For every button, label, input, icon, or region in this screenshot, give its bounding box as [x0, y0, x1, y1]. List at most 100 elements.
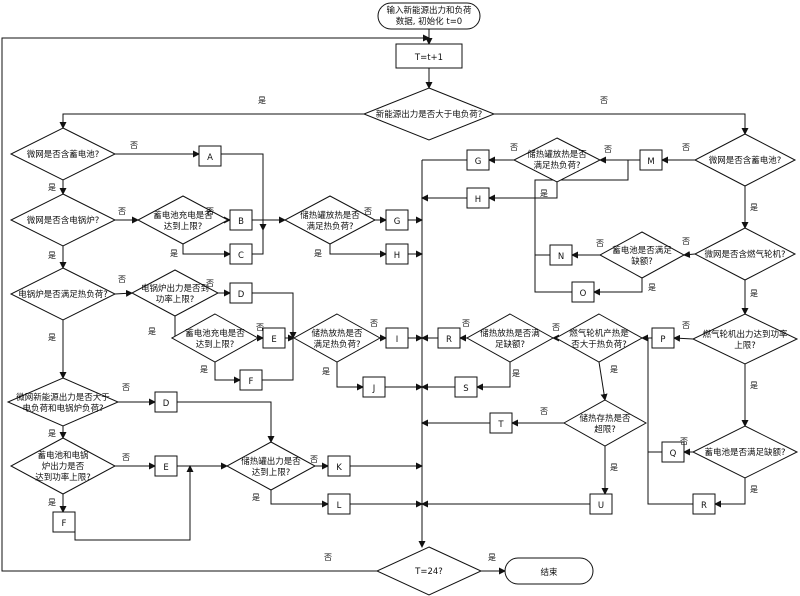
decision-tank-output-limit: 储热罐出力是否 达到上限? — [225, 441, 317, 491]
connector-line — [534, 160, 629, 255]
branch-no-label: 否 — [552, 323, 560, 332]
process-box-s: S — [454, 376, 478, 398]
decision-label: 满足热负荷? — [313, 339, 360, 350]
decision-boiler-output-limit: 电锅炉出力是否到 功率上限? — [130, 269, 220, 317]
decision-label: 电负荷和电锅炉负荷? — [22, 403, 103, 414]
box-label: H — [475, 195, 481, 205]
decision-label: 新能源出力是否大于电负荷? — [376, 109, 483, 120]
process-box-e-upper: E — [262, 327, 286, 349]
branch-no-label: 否 — [122, 453, 130, 462]
box-label: P — [660, 335, 665, 345]
decision-label: 功率上限? — [156, 294, 195, 305]
process-box-j: J — [362, 376, 386, 398]
decision-label: 达到上限? — [196, 339, 235, 350]
decision-tank-storage-overlimit: 储热存热是否 超限? — [562, 399, 648, 447]
box-label: D — [163, 399, 170, 409]
branch-yes-label: 是 — [258, 96, 266, 105]
box-label: A — [207, 153, 213, 163]
decision-battery-boiler-output-limit: 蓄电池和电锅 炉出力是否 达到功率上限? — [9, 437, 117, 495]
branch-yes-label: 是 — [750, 381, 758, 390]
connector-line — [476, 362, 511, 391]
connector-line — [647, 338, 662, 453]
box-label: U — [598, 501, 604, 511]
process-box-g-left: G — [385, 209, 409, 231]
decision-turbine-output-limit: 燃气轮机出力达到功率 上限? — [691, 313, 799, 365]
branch-no-label: 否 — [206, 279, 214, 288]
decision-label: 微网是否含蓄电池? — [709, 155, 782, 166]
decision-left-has-battery: 微网是否含蓄电池? — [9, 127, 117, 181]
branch-no-label: 否 — [122, 383, 130, 392]
connector-line — [177, 401, 275, 443]
box-label: E — [163, 463, 168, 473]
box-label: I — [396, 335, 399, 345]
branch-no-label: 否 — [310, 455, 318, 464]
decision-label: 蓄电池是否满足 — [612, 245, 672, 256]
connector-line — [221, 153, 267, 231]
decision-label: 蓄电池和电锅 — [37, 450, 88, 461]
process-box-m: M — [639, 149, 663, 171]
decision-label: 蓄电池充电是否 — [185, 328, 245, 339]
decision-battery-meets-shortfall-2: 蓄电池是否满足缺额? — [691, 425, 799, 479]
decision-battery-charge-limit-1: 蓄电池充电是否 达到上限? — [136, 195, 230, 245]
start-terminal: 输入新能源出力和负荷 数据, 初始化 t=0 — [377, 2, 481, 30]
connector-line — [171, 316, 178, 342]
branch-yes-label: 是 — [540, 189, 548, 198]
branch-yes-label: 是 — [48, 429, 56, 438]
decision-label: 满足热负荷? — [533, 160, 580, 171]
decision-boiler-meets-heat-load: 电锅炉是否满足热负荷? — [9, 267, 117, 321]
process-box-h-right: H — [466, 187, 490, 209]
decision-label: 微网新能源出力是否大于 — [16, 392, 110, 403]
decision-label: 满足热负荷? — [306, 221, 353, 232]
connector-line — [714, 478, 746, 508]
decision-tank-release-meets-load-1: 储热罐放热是否 满足热负荷? — [283, 195, 377, 245]
branch-no-label: 否 — [206, 207, 214, 216]
box-label: E — [271, 335, 276, 345]
increment-step: T=t+1 — [395, 43, 463, 69]
process-box-d-lower: D — [154, 391, 178, 413]
box-label: L — [337, 501, 342, 511]
branch-no-label: 否 — [370, 319, 378, 328]
process-box-i: I — [385, 327, 409, 349]
decision-label: 上限? — [734, 341, 756, 351]
increment-text: T=t+1 — [414, 53, 443, 63]
connector-line — [59, 113, 364, 129]
connector-line — [1, 34, 430, 572]
box-label: J — [372, 384, 376, 394]
decision-label: 达到上限? — [252, 467, 291, 478]
decision-has-gas-turbine: 微网是否含燃气轮机? — [693, 227, 797, 281]
decision-label: T=24? — [414, 567, 443, 577]
process-box-e-lower: E — [154, 455, 178, 477]
decision-label: 储热罐出力是否 — [241, 456, 301, 467]
branch-no-label: 否 — [604, 145, 612, 154]
box-label: T — [497, 420, 504, 430]
process-box-r-upper: R — [437, 327, 461, 349]
box-label: S — [463, 384, 468, 394]
box-label: K — [336, 463, 342, 473]
branch-yes-label: 是 — [48, 183, 56, 192]
decision-label: 达到功率上限? — [35, 472, 91, 483]
decision-tank-release-meets-shortfall: 储热放热是否满 足缺额? — [465, 313, 555, 363]
branch-no-label: 否 — [596, 239, 604, 248]
decision-battery-charge-limit-2: 蓄电池充电是否 达到上限? — [170, 313, 260, 363]
box-label: H — [394, 251, 400, 261]
box-label: B — [238, 217, 244, 227]
process-box-u: U — [589, 493, 613, 515]
start-line-1: 输入新能源出力和负荷 — [386, 5, 472, 16]
decision-label: 燃气轮机出力达到功率 — [702, 329, 788, 340]
connector-line — [262, 338, 294, 381]
process-box-l: L — [327, 493, 351, 515]
decision-label: 缺额? — [631, 256, 653, 267]
decision-label: 炉出力是否 — [42, 461, 85, 472]
connector-line — [683, 250, 696, 258]
box-label: N — [558, 252, 564, 262]
connector-line — [329, 244, 387, 258]
process-box-p: P — [651, 327, 675, 349]
decision-label: 储热罐放热是否 — [527, 149, 587, 160]
box-label: R — [701, 501, 707, 511]
box-label: O — [580, 289, 587, 299]
process-box-r-lower: R — [692, 493, 716, 515]
process-box-t: T — [489, 412, 513, 434]
branch-yes-label: 是 — [750, 203, 758, 212]
branch-yes-label: 是 — [512, 369, 520, 378]
